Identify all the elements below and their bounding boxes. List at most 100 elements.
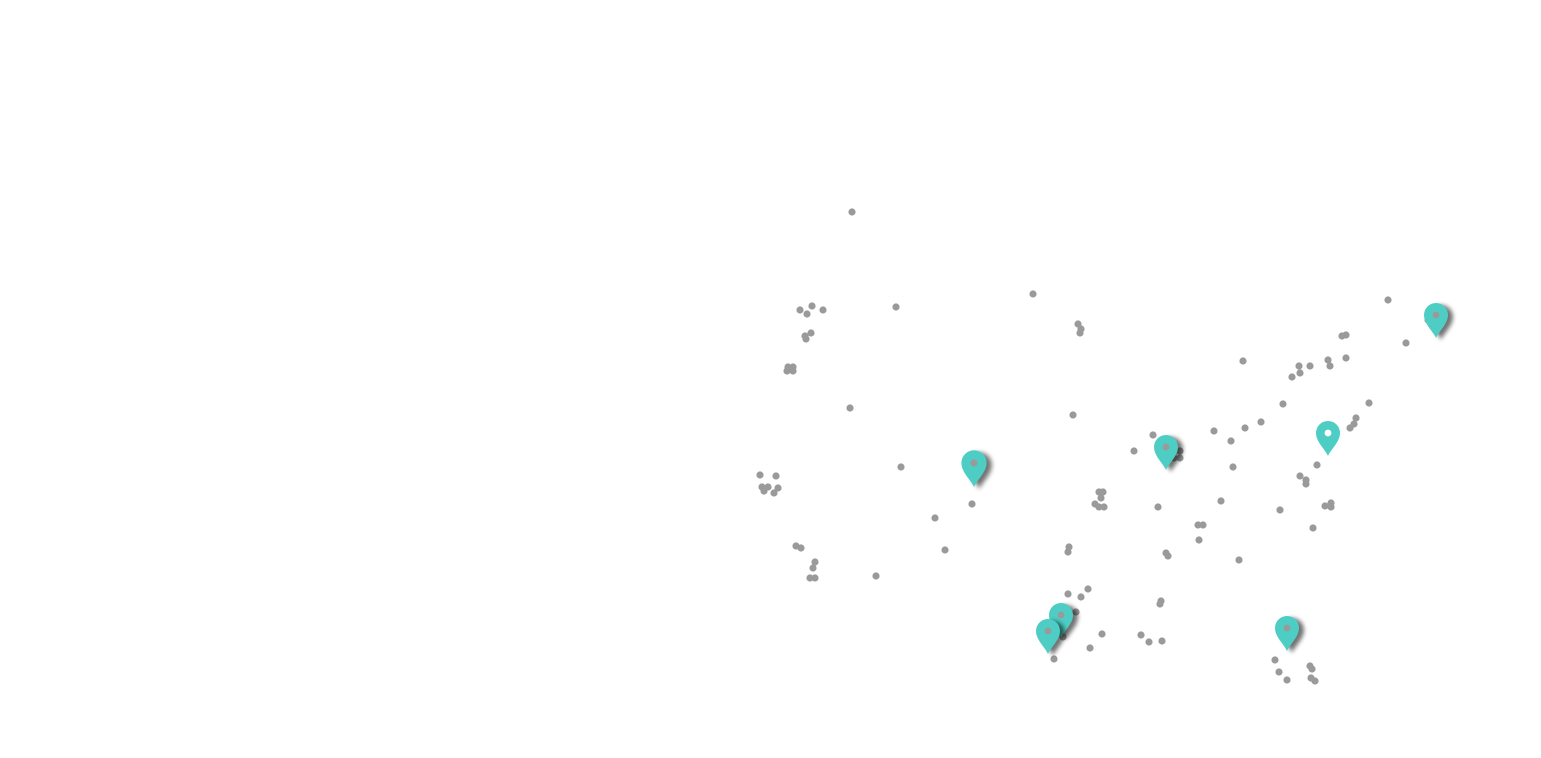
location-dot-icon (772, 472, 780, 480)
location-dot-icon (774, 484, 782, 492)
map-pin-center (1057, 611, 1065, 619)
location-dot-icon (797, 544, 805, 552)
location-dot-icon (1156, 600, 1164, 608)
location-dot-icon (1095, 503, 1103, 511)
location-dot-icon (1302, 480, 1310, 488)
location-dot-icon (807, 329, 815, 337)
location-dot-icon (1326, 362, 1334, 370)
map-pin-icon[interactable] (1424, 303, 1453, 340)
location-dot-icon (1064, 548, 1072, 556)
location-dot-icon (808, 302, 816, 310)
location-dot-icon (1029, 290, 1037, 298)
location-dot-icon (1311, 677, 1319, 685)
location-dot-icon (1239, 357, 1247, 365)
location-dot-icon (872, 572, 880, 580)
location-dot-icon (809, 564, 817, 572)
location-dot-icon (1295, 362, 1303, 370)
location-dot-icon (1099, 488, 1107, 496)
location-dot-icon (1229, 463, 1237, 471)
location-dot-icon (1342, 354, 1350, 362)
location-dot-icon (1327, 503, 1335, 511)
location-dot-icon (931, 514, 939, 522)
location-dot-icon (1145, 638, 1153, 646)
location-dot-icon (803, 310, 811, 318)
map-pin-body[interactable] (1275, 616, 1299, 651)
location-dot-icon (806, 574, 814, 582)
location-dot-icon (1098, 630, 1106, 638)
map-pin-icon[interactable] (1036, 619, 1065, 656)
location-dot-icon (1199, 521, 1207, 529)
location-dot-icon (1154, 503, 1162, 511)
location-dot-icon (1086, 644, 1094, 652)
map-pin-icon[interactable] (1154, 435, 1183, 472)
location-dot-icon (1217, 497, 1225, 505)
location-dot-icon (1210, 427, 1218, 435)
location-dot-icon (848, 208, 856, 216)
location-dot-icon (1352, 414, 1360, 422)
location-dot-icon (1321, 502, 1329, 510)
map-pin-center (1044, 627, 1052, 635)
location-dot-icon (941, 546, 949, 554)
location-dot-icon (1402, 339, 1410, 347)
location-dot-icon (968, 500, 976, 508)
location-dot-icon (796, 306, 804, 314)
map-pin-body[interactable] (961, 450, 987, 487)
location-dot-icon (1271, 656, 1279, 664)
location-dot-icon (1365, 399, 1373, 407)
location-dot-icon (1194, 521, 1202, 529)
location-dot-icon (1050, 655, 1058, 663)
location-dot-icon (1164, 552, 1172, 560)
location-dot-icon (756, 471, 764, 479)
map-pins[interactable] (961, 303, 1453, 656)
location-dot-icon (1306, 362, 1314, 370)
location-dot-icon (892, 303, 900, 311)
location-dot-icon (1235, 556, 1243, 564)
location-dot-icon (819, 306, 827, 314)
map-pin-center (970, 459, 978, 467)
location-dot-icon (1288, 373, 1296, 381)
location-dot-icon (1283, 676, 1291, 684)
location-dot-icon (811, 558, 819, 566)
map-pin-body[interactable] (1049, 603, 1073, 638)
location-dot-icon (1076, 329, 1084, 337)
location-dot-icon (1384, 296, 1392, 304)
location-dot-icon (1309, 524, 1317, 532)
location-dot-icon (811, 574, 819, 582)
location-dot-icon (1275, 668, 1283, 676)
location-dot-icon (1313, 461, 1321, 469)
map-pin-icon[interactable] (961, 450, 992, 490)
map-pin-body[interactable] (1154, 435, 1178, 470)
location-dot-icon (846, 404, 854, 412)
location-dot-icon (1077, 593, 1085, 601)
map-pin-icon[interactable] (1049, 603, 1078, 640)
location-dot-icon (1279, 400, 1287, 408)
location-dot-icon (1084, 585, 1092, 593)
map-pin-icon[interactable] (1316, 421, 1340, 456)
map-pin-body[interactable] (1316, 421, 1340, 456)
location-dot-icon (1137, 631, 1145, 639)
map-pin-center (1162, 443, 1170, 451)
map-pin-body[interactable] (1036, 619, 1060, 654)
location-dot-icon (1069, 411, 1077, 419)
location-dot-icon (1296, 472, 1304, 480)
map-pin-body[interactable] (1424, 303, 1448, 338)
location-dot-icon (1257, 418, 1265, 426)
location-dot-icon (1100, 503, 1108, 511)
location-dot-icon (1324, 356, 1332, 364)
location-dot-icon (1308, 665, 1316, 673)
map-pin-icon[interactable] (1275, 616, 1304, 653)
location-dot-icon (770, 489, 778, 497)
location-dot-icon (1195, 536, 1203, 544)
location-dot-icon (1227, 437, 1235, 445)
map-pin-center (1283, 624, 1291, 632)
location-dot-icon (1097, 494, 1105, 502)
location-dot-icon (897, 463, 905, 471)
location-dot-icon (1241, 424, 1249, 432)
map-pin-center (1324, 429, 1332, 437)
location-dot-icon (786, 365, 794, 373)
location-dot-icon (1158, 637, 1166, 645)
location-dot-icon (1296, 369, 1304, 377)
location-dot-icon (1149, 431, 1157, 439)
